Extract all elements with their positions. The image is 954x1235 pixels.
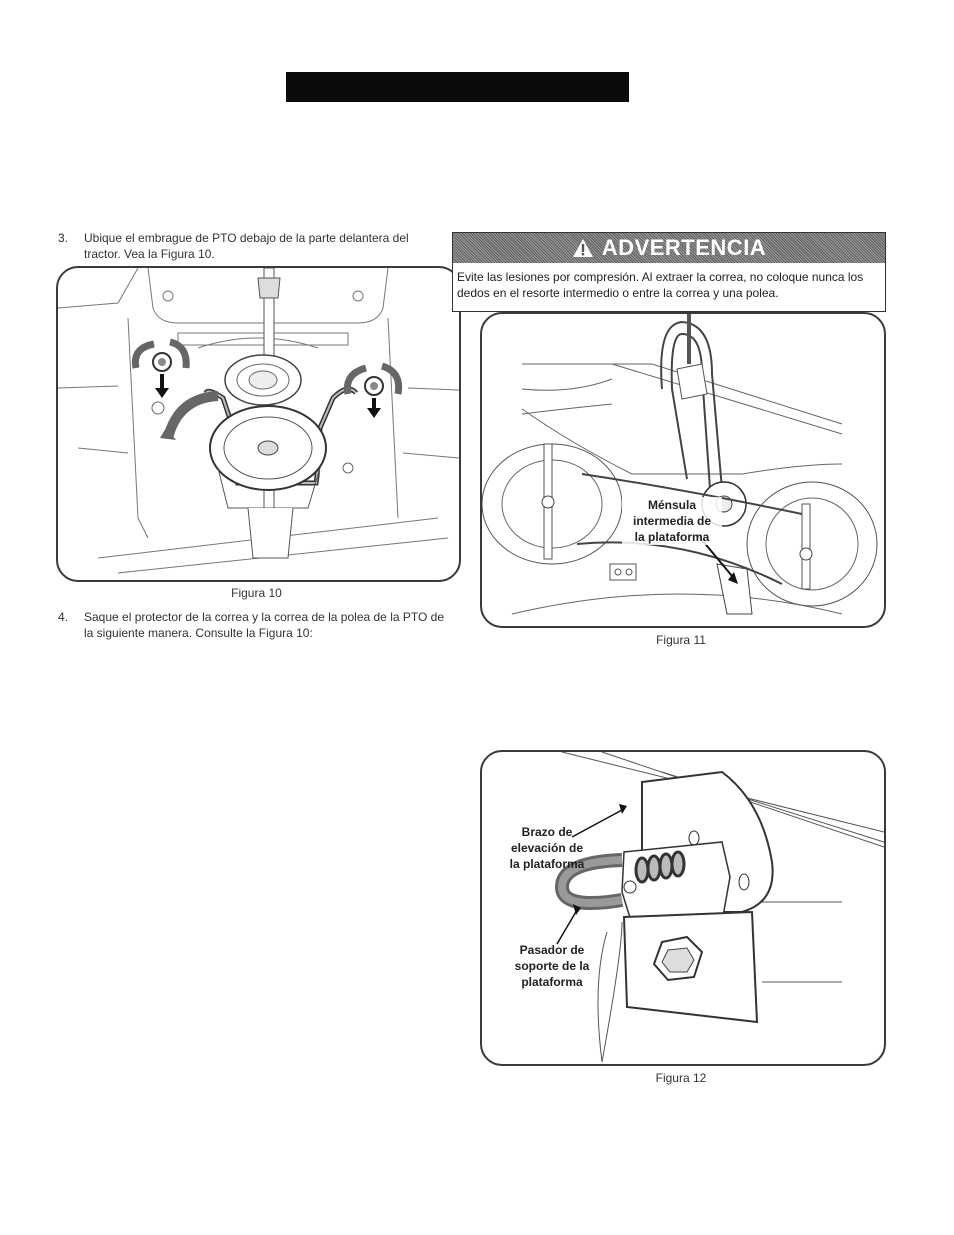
step-number: 3.: [58, 231, 69, 245]
warning-header: ADVERTENCIA: [453, 233, 885, 263]
label-line: plataforma: [521, 975, 583, 989]
label-line: intermedia de: [632, 514, 712, 528]
step-text: Ubique el embrague de PTO debajo de la p…: [84, 231, 409, 261]
label-line: la plataforma: [634, 530, 710, 544]
label-line: soporte de la: [514, 959, 590, 973]
label-line: Pasador de: [519, 943, 585, 957]
step-number: 4.: [58, 610, 69, 624]
deck-lift-arm-drawing: [554, 752, 884, 1063]
figure-11-caption: Figura 11: [656, 633, 706, 647]
pto-clutch-drawing: [58, 268, 459, 574]
figure-12-caption: Figura 12: [655, 1071, 707, 1085]
deck-idler-bracket-drawing: [482, 314, 878, 615]
label-deck-support-pin: Pasador de soporte de la plataforma: [507, 942, 597, 990]
label-deck-idler-bracket: Ménsula intermedia de la plataforma: [622, 497, 722, 545]
warning-text: Evite las lesiones por compresión. Al ex…: [457, 270, 864, 300]
figure-10-illustration: [56, 266, 461, 582]
label-line: Brazo de: [521, 825, 573, 839]
header-bar: [286, 72, 629, 102]
figure-12-illustration: Brazo de elevación de la plataforma Pasa…: [480, 750, 886, 1066]
warning-box: ADVERTENCIA Evite las lesiones por compr…: [452, 232, 886, 312]
step-4: 4. Saque el protector de la correa y la …: [58, 609, 448, 643]
label-line: Ménsula: [647, 498, 696, 512]
label-line: elevación de: [510, 841, 584, 855]
step-3: 3. Ubique el embrague de PTO debajo de l…: [58, 230, 448, 264]
figure-11-illustration: Ménsula intermedia de la plataforma: [480, 312, 886, 628]
label-line: la plataforma: [509, 857, 585, 871]
label-deck-lift-arm: Brazo de elevación de la plataforma: [502, 824, 592, 872]
warning-triangle-icon: [572, 239, 593, 257]
warning-title: ADVERTENCIA: [601, 235, 767, 260]
step-text: Saque el protector de la correa y la cor…: [84, 610, 444, 640]
figure-10-caption: Figura 10: [231, 586, 282, 600]
